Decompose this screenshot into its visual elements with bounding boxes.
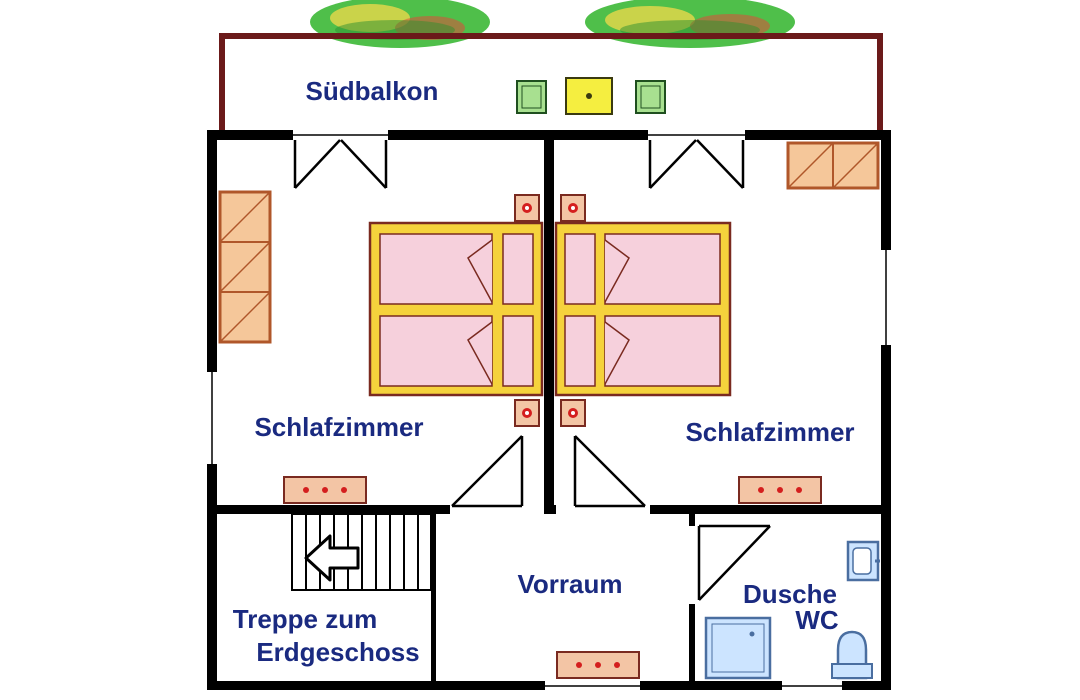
label-hall: Vorraum bbox=[518, 569, 623, 599]
bed-left bbox=[368, 221, 544, 397]
door-bathroom bbox=[697, 524, 771, 601]
label-bedroom-right: Schlafzimmer bbox=[685, 417, 854, 447]
shower-tray-icon bbox=[704, 616, 772, 680]
label-bath-line2: WC bbox=[795, 605, 839, 635]
label-stairs-line2: Erdgeschoss bbox=[256, 637, 419, 667]
label-bedroom-left: Schlafzimmer bbox=[254, 412, 423, 442]
plant-left-icon bbox=[310, 0, 490, 48]
balcony-door-left bbox=[293, 139, 388, 189]
door-right-bedroom bbox=[573, 435, 646, 508]
radiator-icon bbox=[283, 476, 822, 679]
balcony-door-right bbox=[648, 139, 745, 189]
label-balcony: Südbalkon bbox=[306, 76, 439, 106]
nightstand-icon bbox=[514, 194, 586, 427]
arrow-left-icon bbox=[304, 534, 360, 582]
bed-right bbox=[554, 221, 732, 397]
wardrobe-right bbox=[786, 141, 880, 190]
label-stairs-line1: Treppe zum bbox=[233, 604, 377, 634]
wash-basin-icon bbox=[846, 540, 880, 582]
balcony-railing bbox=[219, 33, 883, 130]
label-bath-line1: Dusche bbox=[743, 579, 837, 609]
door-left-bedroom bbox=[451, 435, 524, 508]
wardrobe-left bbox=[218, 190, 272, 344]
plant-right-icon bbox=[585, 0, 795, 48]
toilet-icon bbox=[831, 630, 873, 680]
